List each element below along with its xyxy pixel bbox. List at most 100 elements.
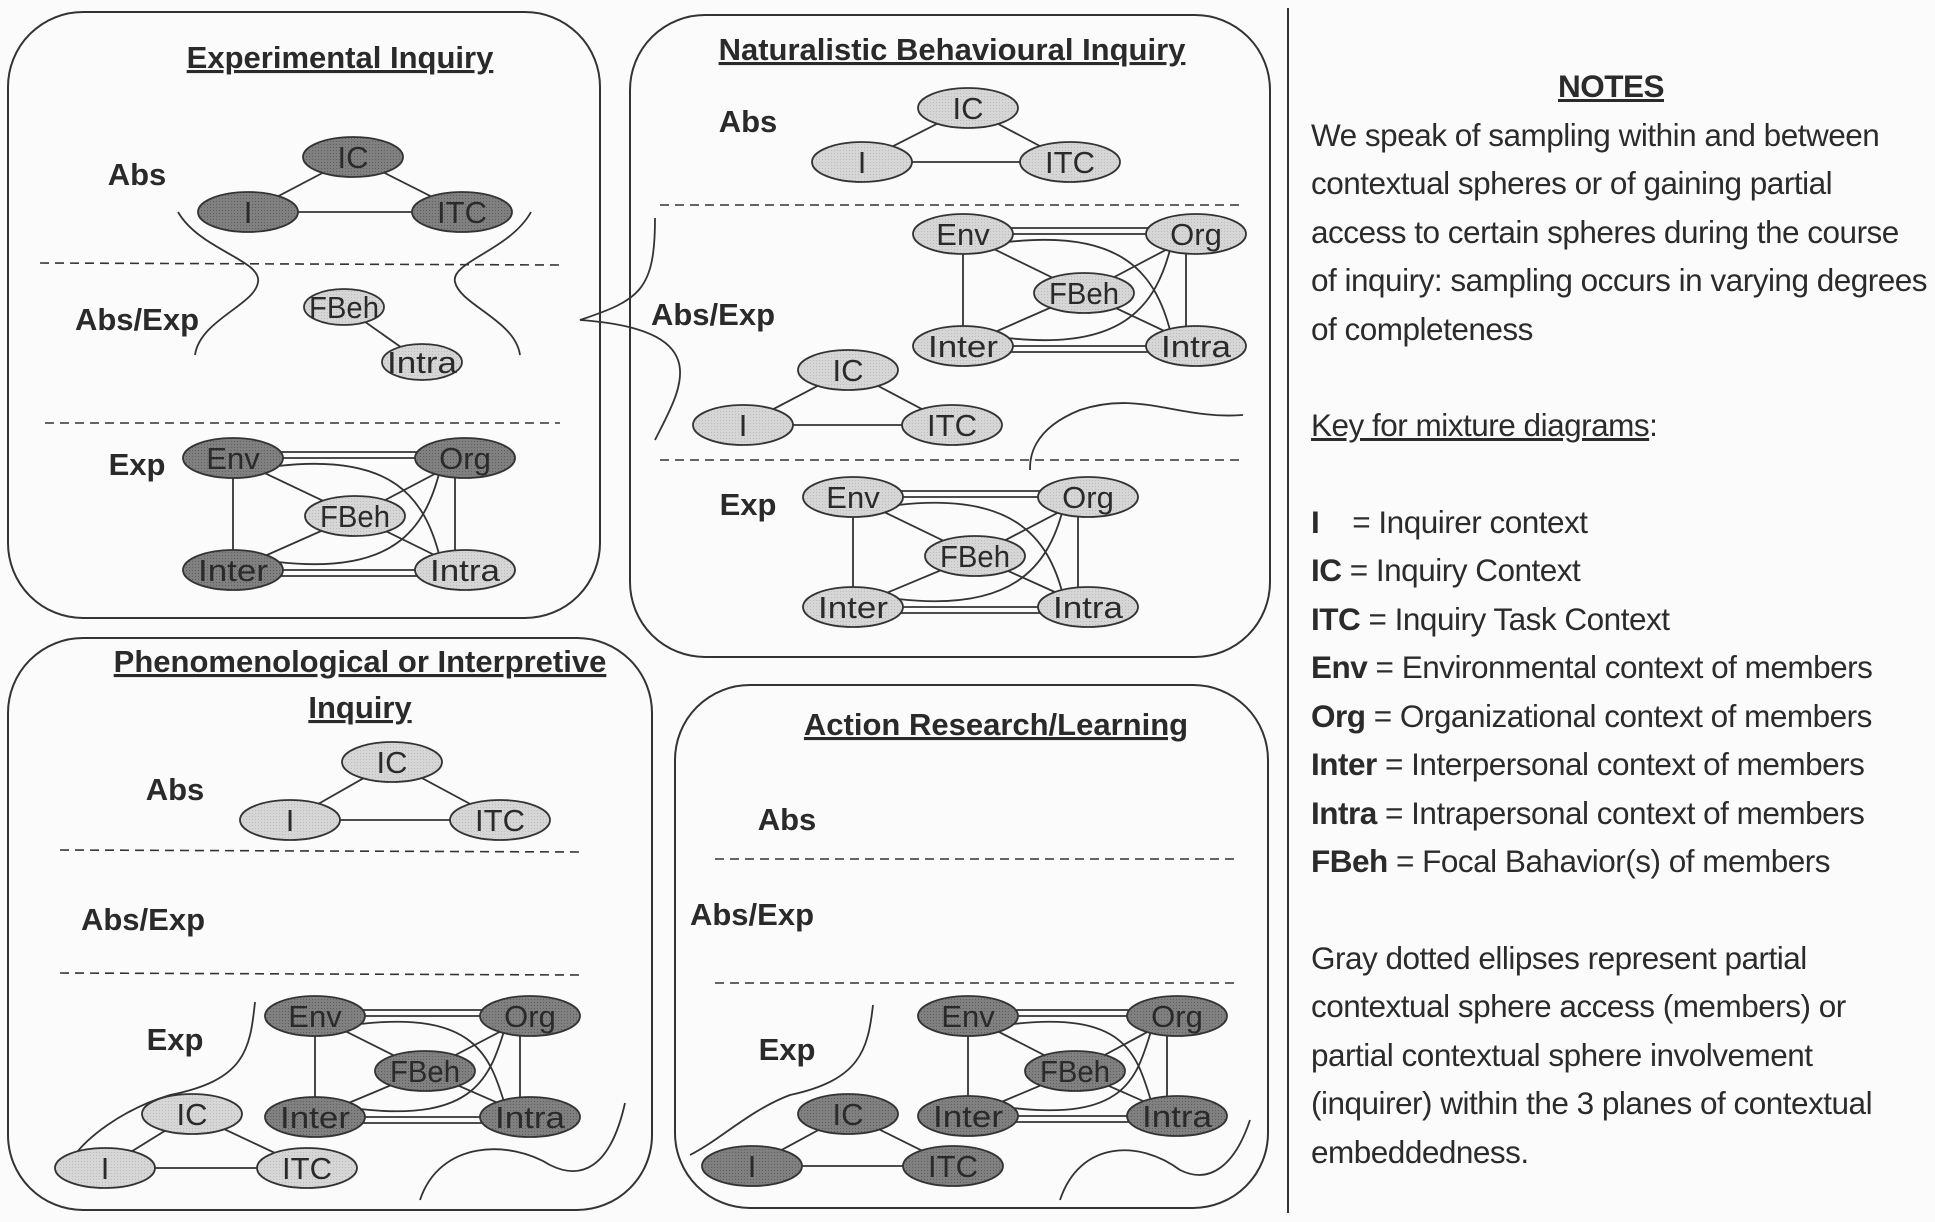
node-label: Org — [1151, 999, 1203, 1034]
node-ellipse — [701, 1145, 803, 1187]
node-i: I — [239, 799, 341, 841]
node-ellipse — [304, 495, 406, 537]
node-itc: ITC — [256, 1147, 358, 1189]
key-row-intra: Intra = Intrapersonal context of members — [1311, 794, 1865, 831]
panel-phenomenological: Phenomenological or InterpretiveInquiryA… — [7, 637, 653, 1211]
node-ellipse — [924, 535, 1026, 577]
node-label: I — [244, 195, 253, 230]
node-ellipse — [1037, 586, 1139, 628]
node-ic: IC — [302, 136, 404, 178]
node-label: I — [858, 145, 867, 180]
plane-label-abs: Abs — [719, 104, 778, 139]
node-label: Inter — [280, 1100, 350, 1135]
node-label: Env — [936, 217, 990, 252]
node-i: I — [811, 141, 913, 183]
node-env: Env — [912, 213, 1014, 255]
node-label: Org — [504, 999, 556, 1034]
node-ellipse — [797, 349, 899, 391]
key-list: I = Inquirer context IC = Inquiry Contex… — [1311, 498, 1931, 886]
node-ellipse — [411, 191, 513, 233]
key-heading: Key for mixture diagrams: — [1311, 407, 1658, 443]
plane-separator — [39, 262, 561, 266]
node-ellipse — [303, 288, 385, 326]
notes-divider — [1287, 8, 1289, 1213]
key-row-org: Org = Organizational context of members — [1311, 697, 1872, 734]
plane-label-absexp: Abs/Exp — [690, 897, 814, 932]
node-label: FBeh — [320, 499, 390, 534]
node-inter: Inter — [802, 586, 904, 628]
node-label: Org — [439, 441, 491, 476]
sphere-boundary-curve — [454, 211, 532, 356]
node-intra: Intra — [414, 549, 516, 591]
node-label: Inter — [818, 590, 888, 625]
key-row-ic: IC = Inquiry Context — [1311, 552, 1581, 588]
node-label: FBeh — [390, 1054, 460, 1089]
node-label: Env — [206, 441, 260, 476]
node-inter: Inter — [182, 549, 284, 591]
sphere-boundary-curve — [1029, 402, 1244, 471]
key-row-inter: Inter = Interpersonal context of members — [1311, 746, 1865, 782]
node-ellipse — [802, 476, 904, 518]
node-ic: IC — [797, 349, 899, 391]
plane-label-absexp: Abs/Exp — [75, 302, 199, 337]
node-ellipse — [341, 741, 443, 783]
node-label: Org — [1170, 217, 1222, 252]
plane-label-abs: Abs — [108, 157, 167, 192]
node-ellipse — [1126, 995, 1228, 1037]
panel-naturalistic: Naturalistic Behavioural InquiryAbsAbs/E… — [579, 14, 1271, 658]
panel-title: Naturalistic Behavioural Inquiry — [719, 32, 1187, 67]
plane-label-exp: Exp — [759, 1032, 816, 1067]
key-row-fbeh: FBeh = Focal Bahavior(s) of members — [1311, 843, 1831, 879]
node-label: IC — [833, 353, 864, 388]
node-label: Intra — [1142, 1099, 1213, 1134]
node-label: IC — [177, 1097, 208, 1132]
node-label: ITC — [1045, 145, 1095, 180]
node-ellipse — [1145, 213, 1247, 255]
node-label: Inter — [198, 553, 268, 588]
edge-curve — [897, 508, 1064, 603]
node-itc: ITC — [902, 1145, 1004, 1187]
node-ellipse — [912, 213, 1014, 255]
panel-title: Inquiry — [308, 690, 412, 725]
node-env: Env — [802, 476, 904, 518]
node-ellipse — [381, 343, 463, 381]
node-ellipse — [912, 325, 1014, 367]
node-intra: Intra — [381, 343, 463, 381]
node-ellipse — [264, 1096, 366, 1138]
node-label: FBeh — [1040, 1054, 1110, 1089]
node-ellipse — [479, 995, 581, 1037]
node-ellipse — [1024, 1050, 1126, 1092]
node-ic: IC — [797, 1093, 899, 1135]
node-ellipse — [141, 1093, 243, 1135]
key-row-i: I = Inquirer context — [1311, 503, 1588, 540]
node-label: I — [748, 1149, 757, 1184]
node-ellipse — [374, 1050, 476, 1092]
node-label: IC — [953, 91, 984, 126]
plane-label-abs: Abs — [758, 802, 817, 837]
node-label: IC — [377, 745, 408, 780]
plane-label-exp: Exp — [720, 487, 777, 522]
node-label: I — [286, 803, 295, 838]
plane-separator — [59, 849, 581, 853]
node-i: I — [701, 1145, 803, 1187]
node-org: Org — [1037, 476, 1139, 518]
node-ellipse — [1126, 1095, 1228, 1137]
node-label: Env — [826, 480, 880, 515]
node-ellipse — [256, 1147, 358, 1189]
node-label: Env — [288, 999, 342, 1034]
plane-label-absexp: Abs/Exp — [81, 902, 205, 937]
sphere-boundary-curve — [1059, 1119, 1251, 1201]
panel-action-research: Action Research/LearningAbsAbs/ExpExpEnv… — [674, 684, 1269, 1209]
notes-intro: We speak of sampling within and between … — [1311, 116, 1928, 347]
edge-curve — [1007, 238, 1172, 335]
node-itc: ITC — [449, 799, 551, 841]
node-ellipse — [1037, 476, 1139, 518]
node-ellipse — [797, 1093, 899, 1135]
node-org: Org — [1145, 213, 1247, 255]
node-ellipse — [239, 799, 341, 841]
node-ellipse — [901, 404, 1003, 446]
node-ellipse — [302, 136, 404, 178]
node-label: Inter — [928, 329, 998, 364]
node-ellipse — [414, 549, 516, 591]
node-i: I — [692, 404, 794, 446]
